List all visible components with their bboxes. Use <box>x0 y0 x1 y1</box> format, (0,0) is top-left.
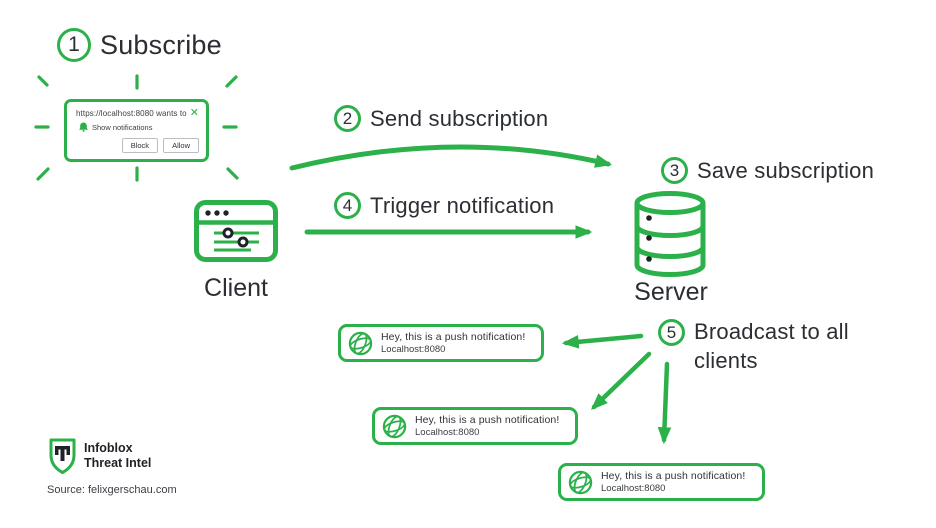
step-5-number: 5 <box>658 319 685 346</box>
step-1-number: 1 <box>57 28 91 62</box>
step-1-label: Subscribe <box>100 29 222 60</box>
toast-host: Localhost:8080 <box>601 483 666 494</box>
toast-title: Hey, this is a push notification! <box>601 470 746 482</box>
step-4-number: 4 <box>334 192 361 219</box>
broadcast-arrow-2 <box>590 351 652 410</box>
globe-icon <box>568 470 593 494</box>
step-2-label: Send subscription <box>370 105 549 131</box>
notification-permission-dialog: https://localhost:8080 wants to ✕ Show n… <box>64 99 209 162</box>
allow-button[interactable]: Allow <box>163 138 199 153</box>
globe-icon <box>382 414 407 438</box>
server-label: Server <box>634 278 708 306</box>
step-3-label: Save subscription <box>697 157 875 183</box>
toast-title: Hey, this is a push notification! <box>381 331 526 343</box>
dialog-permission-text: Show notifications <box>92 122 153 132</box>
broadcast-arrow-1 <box>561 333 644 349</box>
globe-icon <box>348 331 373 355</box>
close-icon[interactable]: ✕ <box>189 107 199 119</box>
step-3-save-subscription: 3 Save subscription <box>661 157 874 184</box>
push-toast-2: Hey, this is a push notification! Localh… <box>372 407 578 445</box>
step-2-send-subscription: 2 Send subscription <box>334 105 548 132</box>
bell-icon <box>79 122 88 132</box>
server-database-icon <box>634 191 706 277</box>
push-toast-3: Hey, this is a push notification! Localh… <box>558 463 765 501</box>
client-label: Client <box>204 274 268 302</box>
source-credit: Source: felixgerschau.com <box>47 484 177 496</box>
block-button[interactable]: Block <box>121 138 159 153</box>
broadcast-arrow-3 <box>657 361 672 445</box>
push-toast-1: Hey, this is a push notification! Localh… <box>338 324 544 362</box>
infoblox-shield-icon <box>49 438 76 474</box>
step-4-trigger-notification: 4 Trigger notification <box>334 192 554 219</box>
step-4-label: Trigger notification <box>370 192 555 218</box>
step-1-subscribe: 1 Subscribe <box>57 28 222 62</box>
step-3-number: 3 <box>661 157 688 184</box>
toast-title: Hey, this is a push notification! <box>415 414 560 426</box>
step-5-broadcast: 5 Broadcast to all clients <box>658 318 872 375</box>
toast-host: Localhost:8080 <box>415 427 480 438</box>
step-2-number: 2 <box>334 105 361 132</box>
brand-line1: Infoblox <box>84 441 133 455</box>
step-5-label: Broadcast to all clients <box>694 319 849 373</box>
toast-host: Localhost:8080 <box>381 344 446 355</box>
send-subscription-arrow <box>289 144 613 171</box>
brand-name: Infoblox Threat Intel <box>84 441 151 471</box>
client-browser-icon <box>194 200 278 262</box>
brand-line2: Threat Intel <box>84 456 152 470</box>
dialog-origin-text: https://localhost:8080 wants to <box>76 109 187 118</box>
